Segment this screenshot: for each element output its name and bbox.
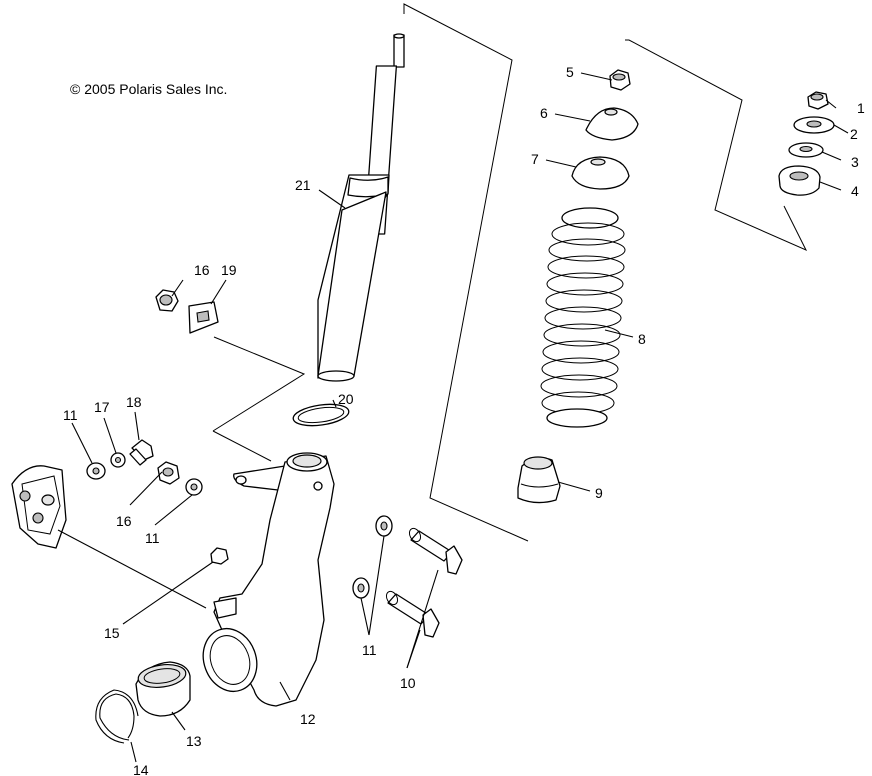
bushing-part-4 [778,165,821,196]
nut-part-15 [210,547,229,565]
washer-part-17 [110,452,126,468]
callout-20: 20 [338,391,354,407]
retainer-part-6 [585,107,639,141]
callout-11-middle: 11 [145,530,160,546]
washer-part-11-left [86,462,106,480]
callout-21: 21 [295,177,311,193]
bolt-part-10-lower [385,590,440,638]
bump-stop-part-9 [517,456,561,504]
washer-part-3 [788,142,824,158]
clip-part-19 [188,301,219,334]
callout-2: 2 [850,126,858,142]
washer-part-11-lower-right [352,577,370,599]
snap-ring-part-14 [95,689,139,744]
bearing-part-13 [135,661,191,717]
bolt-part-10-upper [408,527,463,575]
callout-19: 19 [221,262,237,278]
copyright-text: © 2005 Polaris Sales Inc. [70,81,227,97]
callout-10: 10 [400,675,416,691]
leader-lines [57,72,849,763]
steering-knuckle-part-12 [202,452,335,707]
callout-15: 15 [104,625,120,641]
callout-12: 12 [300,711,316,727]
nut-part-5 [609,69,631,91]
callout-7: 7 [531,151,539,167]
callout-3: 3 [851,154,859,170]
bolt-part-18 [129,439,154,466]
brake-caliper [11,465,67,549]
callout-11-right: 11 [362,642,377,658]
callout-1: 1 [857,100,865,116]
o-ring-part-20 [292,403,350,427]
nut-part-1 [807,91,829,110]
nut-part-16-upper [155,289,179,312]
nut-part-16-lower [157,461,180,485]
coil-spring-part-8 [540,207,626,428]
callout-11-left: 11 [63,407,78,423]
callout-16-lower: 16 [116,513,132,529]
assembly-brackets [212,3,808,542]
strut-part-21 [317,33,405,382]
callout-numbers: 1 2 3 4 5 6 7 8 9 10 11 11 11 12 13 14 1… [63,64,865,776]
callout-6: 6 [540,105,548,121]
washer-part-2 [793,116,835,134]
washer-part-11-upper-right [375,515,393,537]
callout-8: 8 [638,331,646,347]
callout-18: 18 [126,394,142,410]
callout-14: 14 [133,762,149,776]
retainer-part-7 [571,156,630,190]
callout-9: 9 [595,485,603,501]
callout-16-upper: 16 [194,262,210,278]
callout-5: 5 [566,64,574,80]
callout-17: 17 [94,399,110,415]
callout-4: 4 [851,183,859,199]
washer-part-11-middle [185,478,203,496]
callout-13: 13 [186,733,202,749]
